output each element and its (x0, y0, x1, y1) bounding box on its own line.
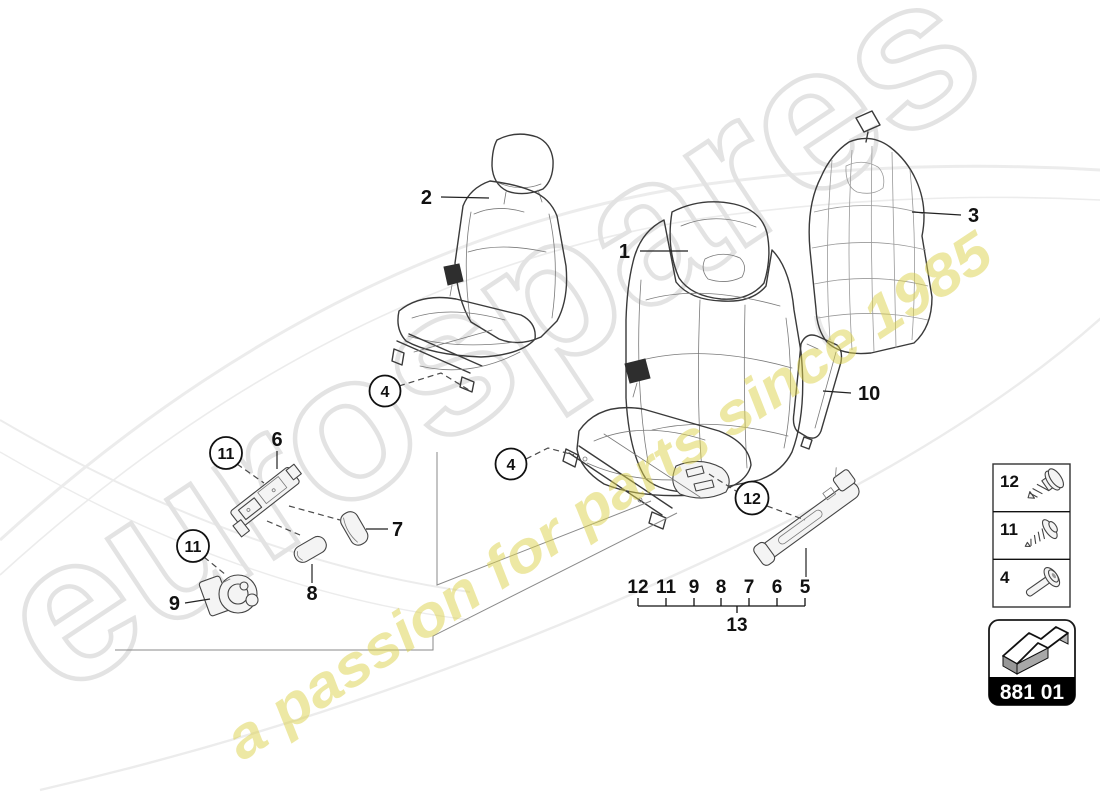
svg-text:11[interactable]: 11 (218, 446, 235, 463)
callout-circles: 4 4 11 11 12 (176, 374, 770, 563)
self-tapping-screw-icon (1024, 519, 1058, 548)
pointer-labels: 1 2 3 6 7 8 9 10 (169, 187, 979, 615)
callout-12[interactable]: 12 (734, 480, 770, 516)
label-10[interactable]: 10 (822, 383, 880, 405)
scale-number-5[interactable]: 5 (800, 577, 811, 598)
scale-number-6[interactable]: 6 (772, 577, 783, 598)
svg-text:3[interactable]: 3 (968, 205, 979, 227)
scale-bracket (637, 598, 806, 613)
label-3[interactable]: 3 (911, 205, 979, 227)
rail-trim-part-5 (753, 467, 860, 566)
label-9[interactable]: 9 (169, 593, 211, 615)
legend-row-11[interactable]: 11 (1000, 516, 1062, 555)
label-7[interactable]: 7 (366, 519, 403, 541)
part-code-box: 881 01 (988, 619, 1076, 706)
scale-number-11[interactable]: 11 (656, 577, 677, 598)
screw-with-washer-icon (1025, 567, 1061, 597)
svg-text:4[interactable]: 4 (1000, 568, 1010, 587)
svg-text:9[interactable]: 9 (169, 593, 180, 615)
svg-text:12[interactable]: 12 (743, 491, 761, 508)
projection-lines (115, 452, 678, 651)
expanding-rivet-icon (1027, 468, 1064, 499)
side-panel-part-10 (792, 334, 843, 450)
label-2[interactable]: 2 (421, 187, 490, 209)
svg-text:7[interactable]: 7 (392, 519, 403, 541)
svg-text:11[interactable]: 11 (1000, 520, 1018, 539)
seat-2-drawing (391, 133, 568, 393)
scale-row: 12 11 9 8 7 6 5 13 (627, 548, 811, 636)
svg-text:6[interactable]: 6 (271, 429, 282, 451)
seat-2-belt-buckle (443, 263, 464, 286)
watermark-brand: eurospares (0, 0, 1020, 739)
fastener-legend: 12 11 4 (992, 463, 1071, 608)
scale-number-8[interactable]: 8 (716, 577, 727, 598)
svg-text:1[interactable]: 1 (619, 241, 630, 263)
label-8[interactable]: 8 (306, 564, 318, 605)
trim-cap-part-8 (293, 535, 327, 563)
label-6[interactable]: 6 (271, 429, 283, 469)
scale-bracket-label[interactable]: 13 (726, 615, 747, 636)
seat-1-belt-buckle (624, 358, 651, 384)
seat-arrow-icon (1002, 626, 1069, 675)
callout-4a[interactable]: 4 (368, 374, 402, 408)
part-code: 881 01 (1000, 681, 1065, 704)
svg-text:11[interactable]: 11 (185, 539, 202, 556)
part-code-bar (989, 677, 1075, 705)
scale-number-9[interactable]: 9 (689, 577, 700, 598)
motor-part-9 (198, 574, 259, 617)
seat-shell-drawing (808, 110, 933, 355)
adjuster-bracket-part-6 (230, 463, 302, 538)
callout-4b[interactable]: 4 (494, 447, 528, 481)
scale-number-7[interactable]: 7 (744, 577, 755, 598)
trim-cap-part-7 (340, 511, 369, 546)
label-1[interactable]: 1 (619, 241, 688, 263)
svg-text:4[interactable]: 4 (507, 457, 516, 474)
svg-text:10[interactable]: 10 (858, 383, 880, 405)
scale-number-12[interactable]: 12 (627, 577, 648, 598)
svg-text:2[interactable]: 2 (421, 187, 432, 209)
dashed-links (203, 372, 806, 576)
svg-text:8[interactable]: 8 (306, 583, 317, 605)
background-swooshes (0, 164, 1100, 792)
callout-11b[interactable]: 11 (176, 529, 210, 563)
svg-text:12[interactable]: 12 (1000, 472, 1019, 491)
svg-text:4[interactable]: 4 (381, 384, 390, 401)
seat-1-drawing (562, 201, 804, 530)
legend-row-12[interactable]: 12 (1000, 466, 1066, 506)
legend-row-4[interactable]: 4 (1000, 565, 1063, 603)
callout-11a[interactable]: 11 (209, 436, 243, 470)
